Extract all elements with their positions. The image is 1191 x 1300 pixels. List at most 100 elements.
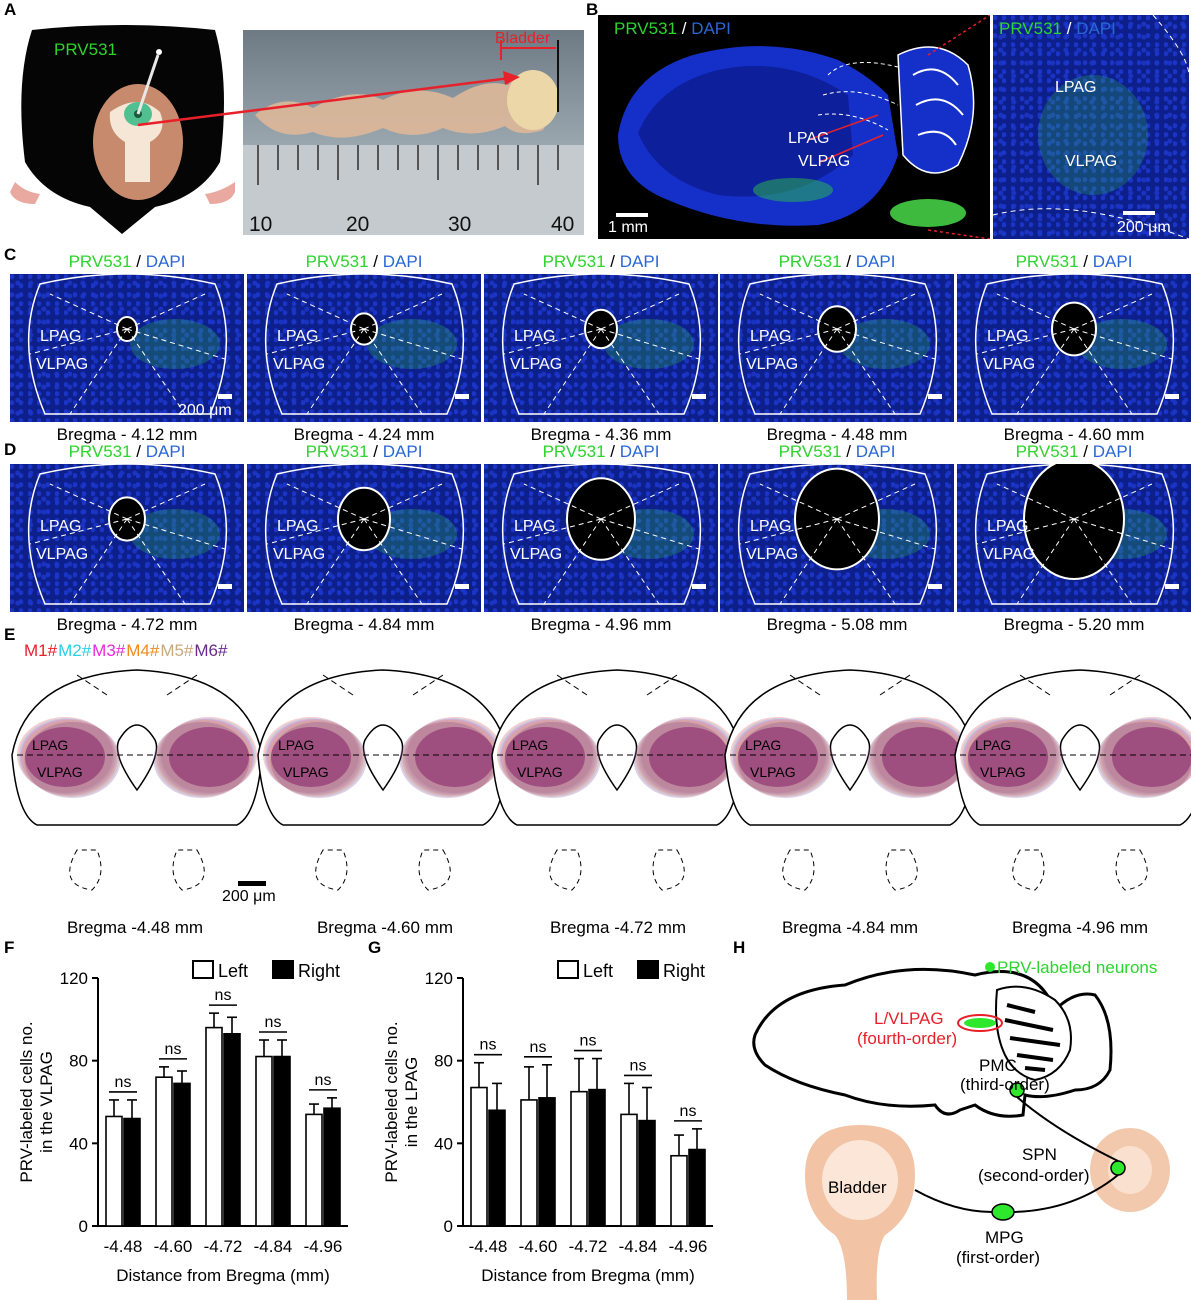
y-axis-label-line1: PRV-labeled cells no.	[382, 1021, 401, 1182]
e-vlpag-label-3: VLPAG	[517, 764, 563, 780]
e-aqueduct-2	[362, 724, 404, 792]
e-lpag-label-2: LPAG	[278, 737, 314, 753]
ruler-tick-20: 20	[346, 213, 370, 236]
d-scale-bar-1	[218, 584, 232, 589]
e-bregma-label-1: Bregma -4.48 mm	[66, 918, 204, 937]
mouse-legend-6: M6#	[194, 641, 228, 660]
e-boundary-2-0	[322, 674, 354, 696]
e-lower-right-4	[885, 849, 918, 891]
d-bregma-label-4: Bregma - 5.08 mm	[766, 615, 908, 634]
c-outline-4	[737, 274, 938, 415]
h-lvlpag-label: L/VLPAG	[874, 1009, 944, 1028]
legend-left-swatch	[557, 960, 579, 979]
e-right-core-5	[1112, 727, 1191, 787]
x-tick-label: -4.48	[104, 1237, 143, 1256]
d-boundary-2-4	[306, 518, 365, 605]
b-lpag-label: LPAG	[788, 130, 830, 147]
d-boundary-3-4	[543, 518, 602, 605]
e-aqueduct-1	[116, 724, 158, 792]
d-boundary-1-5	[126, 518, 186, 605]
legend-left-swatch	[192, 960, 214, 979]
bar-left	[470, 1086, 488, 1227]
e-aqueduct-4	[829, 724, 871, 792]
bar-right	[588, 1088, 606, 1227]
bar-left	[620, 1113, 638, 1227]
c-bregma-label-5: Bregma - 4.60 mm	[1003, 425, 1145, 444]
mouse-legend-3: M3#	[92, 641, 126, 660]
d-boundary-3-2	[503, 518, 602, 545]
e-left-core-1	[25, 727, 105, 787]
c-boundary-4-4	[779, 328, 838, 415]
c-scale-label: 200 μm	[178, 402, 232, 419]
d-boundary-5-5	[1073, 518, 1133, 605]
c-outline-1	[27, 274, 228, 415]
d-vlpag-label-2: VLPAG	[273, 546, 326, 563]
c-boundary-5-3	[1073, 328, 1173, 360]
d-outline-1	[27, 464, 228, 605]
d-boundary-2-2	[266, 518, 365, 545]
e-right-core-3	[649, 727, 729, 787]
h-second-label: (second-order)	[978, 1166, 1090, 1185]
c-boundary-4-5	[836, 328, 896, 415]
mouse-legend: M1#M2#M3#M4#M5#M6#	[24, 641, 228, 661]
y-tick-label: 120	[60, 969, 88, 988]
c-bregma-label-4: Bregma - 4.48 mm	[766, 425, 908, 444]
c-scale-bar-4	[928, 394, 942, 399]
x-tick-label: -4.48	[469, 1237, 508, 1256]
d-scale-bar-4	[928, 584, 942, 589]
h-first-label: (first-order)	[956, 1248, 1041, 1267]
e-vlpag-label-1: VLPAG	[37, 764, 83, 780]
h-third-label: (third-order)	[960, 1075, 1050, 1094]
c-stain-label-5: PRV531 / DAPI	[1015, 252, 1133, 271]
d-lpag-label-1: LPAG	[40, 518, 82, 535]
c-stain-label-1: PRV531 / DAPI	[68, 252, 186, 271]
e-boundary-3-1	[646, 674, 678, 696]
significance-label: ns	[165, 1041, 182, 1058]
e-section-outlines: LPAGVLPAGLPAGVLPAGLPAGVLPAGLPAGVLPAGLPAG…	[11, 669, 1191, 891]
c-lpag-label-1: LPAG	[40, 328, 82, 345]
panel-letter-h: H	[733, 938, 746, 957]
d-lpag-label-5: LPAG	[987, 518, 1029, 535]
significance-label: ns	[680, 1103, 697, 1120]
c-outline-3	[501, 274, 702, 415]
e-vlpag-label-2: VLPAG	[283, 764, 329, 780]
d-stain-label-1: PRV531 / DAPI	[68, 442, 186, 461]
c-lpag-label-3: LPAG	[514, 328, 556, 345]
h-legend-label: PRV-labeled neurons	[997, 958, 1158, 977]
c-boundary-4-3	[836, 328, 936, 360]
d-vlpag-label-5: VLPAG	[983, 546, 1036, 563]
d-boundary-4-2	[739, 518, 838, 545]
e-boundary-1-1	[166, 674, 198, 696]
d-stain-label-4: PRV531 / DAPI	[778, 442, 896, 461]
b-zoom-lpag-label: LPAG	[1055, 79, 1097, 96]
c-scale-bar-3	[692, 394, 706, 399]
y-tick-label: 80	[69, 1052, 88, 1071]
c-boundary-1-0	[49, 293, 128, 330]
c-boundary-1-4	[69, 328, 128, 415]
c-boundary-2-3	[363, 328, 463, 360]
c-scale-bar-1	[218, 394, 232, 399]
y-axis-label-line2: in the LPAG	[402, 1057, 421, 1147]
bar-right	[123, 1117, 141, 1227]
panel-letter-a: A	[4, 0, 17, 19]
d-scale-bar-5	[1165, 584, 1179, 589]
e-right-core-4	[882, 727, 962, 787]
e-lower-right-5	[1115, 849, 1148, 891]
e-right-core-2	[415, 727, 495, 787]
x-tick-label: -4.60	[154, 1237, 193, 1256]
c-lpag-label-2: LPAG	[277, 328, 319, 345]
d-bregma-label-5: Bregma - 5.20 mm	[1003, 615, 1145, 634]
sagittal-section: PRV531 / DAPI LPAG VLPAG 1 mm	[598, 15, 990, 239]
significance-label: ns	[115, 1074, 132, 1091]
bar-right	[223, 1033, 241, 1227]
d-stain-label-5: PRV531 / DAPI	[1015, 442, 1133, 461]
ruler-tick-30: 30	[448, 213, 472, 236]
e-left-core-5	[968, 727, 1048, 787]
bar-left	[570, 1090, 588, 1227]
c-labeling-3	[604, 319, 694, 369]
bar-left	[255, 1055, 273, 1227]
